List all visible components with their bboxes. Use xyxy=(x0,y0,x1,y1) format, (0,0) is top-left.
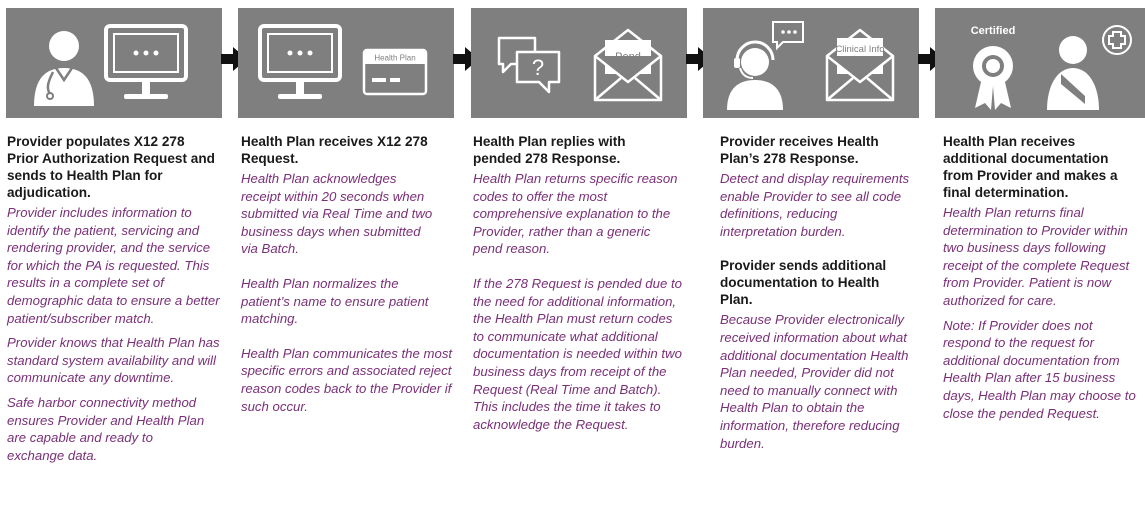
step-4-tile: Clinical Info xyxy=(703,8,919,118)
provider-icon xyxy=(34,31,94,106)
step-1-tile xyxy=(6,8,222,118)
step-5-tile: Certified xyxy=(935,8,1145,118)
flow-arrow-2 xyxy=(453,45,479,73)
envelope-icon: Clinical Info xyxy=(825,28,895,102)
question-chat-icon: ? xyxy=(497,36,561,94)
monitor-icon xyxy=(258,24,342,99)
step-2-paragraph-2: Health Plan normalizes the patient’s nam… xyxy=(241,275,429,327)
step-4-heading: Provider receives Health Plan’s 278 Resp… xyxy=(720,134,879,166)
health-plan-card-icon: Health Plan xyxy=(362,48,428,96)
step-1-heading: Provider populates X12 278 Prior Authori… xyxy=(7,134,215,200)
step-5-column: Health Plan receives additional document… xyxy=(943,133,1145,429)
step-4-heading-2: Provider sends additional documentation … xyxy=(720,258,887,308)
step-4-paragraph-2: Because Provider electronically received… xyxy=(720,312,909,451)
envelope-icon: Pend xyxy=(593,28,663,102)
step-3-paragraph-1: Health Plan returns specific reason code… xyxy=(473,171,678,257)
step-2-heading: Health Plan receives X12 278 Request. xyxy=(241,134,428,166)
step-1-column: Provider populates X12 278 Prior Authori… xyxy=(7,133,221,471)
envelope-label: Pend xyxy=(615,51,641,63)
step-5-paragraph-1-text: Health Plan returns final determination … xyxy=(943,205,1130,308)
step-5-paragraph-2: Note: If Provider does not respond to th… xyxy=(943,317,1136,423)
envelope-label: Clinical Info xyxy=(835,44,884,55)
svg-text:?: ? xyxy=(532,55,544,80)
card-label: Health Plan xyxy=(374,54,415,63)
step-3-tile: ? Pend xyxy=(471,8,687,118)
step-1-paragraph-2: Provider knows that Health Plan has stan… xyxy=(7,335,220,386)
step-3-paragraph-2: If the 278 Request is pended due to the … xyxy=(473,275,682,432)
badge-label: Certified xyxy=(971,25,1016,37)
step-2-tile: Health Plan xyxy=(238,8,454,118)
step-4-column: Provider receives Health Plan’s 278 Resp… xyxy=(720,133,916,459)
flow-arrow-4 xyxy=(918,45,944,73)
step-2-paragraph-3: Health Plan communicates the most specif… xyxy=(241,345,453,414)
step-5-paragraph-2-text: Note: If Provider does not respond to th… xyxy=(943,317,1136,421)
step-1-paragraph-1: Provider includes information to identif… xyxy=(7,205,220,326)
step-3-heading: Health Plan replies with pended 278 Resp… xyxy=(473,134,626,166)
medical-cross-icon xyxy=(1102,25,1132,55)
step-5-heading: Health Plan receives additional document… xyxy=(943,134,1118,200)
support-agent-icon xyxy=(727,21,804,110)
step-2-column: Health Plan receives X12 278 Request. He… xyxy=(241,133,453,422)
monitor-icon xyxy=(104,24,188,99)
flow-arrow-1 xyxy=(221,45,247,73)
flow-arrow-3 xyxy=(686,45,712,73)
step-1-paragraph-3: Safe harbor connectivity method ensures … xyxy=(7,394,205,463)
step-5-paragraph-1: Health Plan returns final determination … xyxy=(943,204,1129,310)
step-4-paragraph-1: Detect and display requirements enable P… xyxy=(720,171,910,239)
step-2-paragraph-1: Health Plan acknowledges receipt within … xyxy=(241,171,433,257)
patient-sling-icon xyxy=(1047,36,1099,110)
step-3-column: Health Plan replies with pended 278 Resp… xyxy=(473,133,685,440)
certified-badge-icon: Certified xyxy=(971,25,1016,110)
